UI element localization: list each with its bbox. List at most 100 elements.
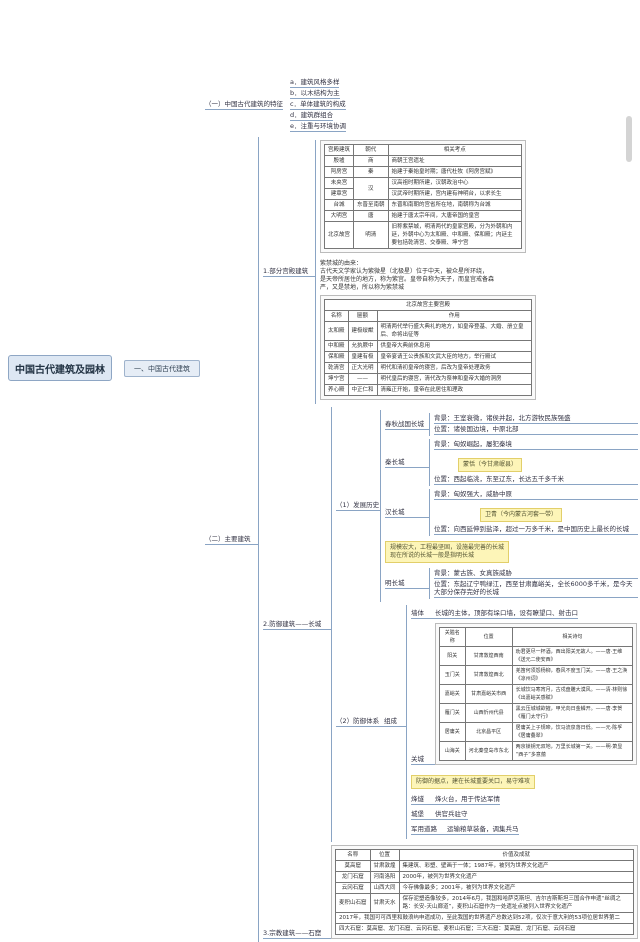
table-cell: 养心殿 <box>324 384 349 396</box>
table-cell: 长城饮马寒宵月，古戍盘雕大漠风。——清·林则徐《出嘉峪关感赋》 <box>511 684 634 704</box>
note-line: 古代天文学家认为紫微星（北极星）位于中天，被众星所环绕， <box>320 268 489 275</box>
forbidden-city-note: 紫禁城的由来： 古代天文学家认为紫微星（北极星）位于中天，被众星所环绕， 是天帝… <box>320 260 536 292</box>
table-note: 2017年，我国可可西里和鼓浪屿申遗成功，至此我国的世界遗产总数达到52项，仅次… <box>335 912 634 924</box>
hall-table-frame: 北京故宫主要宫殿名称匾额作用太和殿建极绥猷明清两代举行盛大典礼的地方，如皇帝登基… <box>320 295 536 400</box>
table-cell: 甘肃敦煌西北 <box>464 665 513 685</box>
table-title-row: 北京故宫主要宫殿 <box>324 299 532 311</box>
table-cell: 唐 <box>353 210 389 222</box>
root-node[interactable]: 中国古代建筑及园林 <box>8 355 112 381</box>
table-cell: 汉 <box>353 177 389 200</box>
node-main-buildings[interactable]: （二）主要建筑 <box>205 535 258 545</box>
table-row: 阿房宫秦始建于秦始皇时期；唐代杜牧《阿房宫赋》 <box>323 166 523 178</box>
table-cell: 殷墟 <box>323 155 355 167</box>
table-row: 大明宫唐始建于唐太宗年间，大唐帝国的皇宫 <box>323 210 523 222</box>
node-han-wall[interactable]: 汉长城 <box>385 508 429 518</box>
han-lines: 背景：匈奴强大，威胁中原 卫青（今内蒙古河套一带） 位置：向西延伸到盐泽，超过一… <box>429 489 638 536</box>
node-military-road[interactable]: 军用道路 <box>411 825 447 835</box>
note-line: 严，又是禁地，所以称为紫禁城 <box>320 284 405 291</box>
node-features[interactable]: （一）中国古代建筑的特征 <box>205 100 283 110</box>
table-cell: 麦积山石窟 <box>335 893 371 913</box>
node-fort[interactable]: 城堡 <box>411 810 435 820</box>
scrollbar[interactable] <box>626 116 632 162</box>
table-cell: 台城 <box>323 199 355 211</box>
table-cell: 东晋至南朝 <box>353 199 389 211</box>
table-cell: 旧称紫禁城，明清两代的皇家宫殿，分为外朝和内廷，外朝中心为太和殿、中和殿、保和殿… <box>387 221 523 249</box>
node-defense-system[interactable]: （2）防御体系 <box>336 717 384 727</box>
table-cell: 北京昌平区 <box>464 722 513 742</box>
main-sections: 1.部分宫殿建筑 宫殿建筑朝代相关考点殷墟商商朝王宫遗址阿房宫秦始建于秦始皇时期… <box>258 137 638 942</box>
table-cell: 保和殿 <box>324 351 349 363</box>
table-cell: 供皇帝大典前休息用 <box>376 340 533 352</box>
table-cell: 始建于秦始皇时期；唐代杜牧《阿房宫赋》 <box>387 166 523 178</box>
grotto-node-wrap: 3.宗教建筑——石窟 <box>263 929 331 939</box>
label-wrap: 墙体 <box>411 609 435 619</box>
feature-item[interactable]: d．建筑群组合 <box>290 111 334 121</box>
grotto-section: 3.宗教建筑——石窟 名称位置价值及成就莫高窟甘肃敦煌集建筑、彩塑、壁画于一体；… <box>263 845 638 939</box>
node-chunqiu-wall[interactable]: 春秋战国长城 <box>385 420 429 430</box>
table-cell: 北京故宫 <box>323 221 355 249</box>
label-wrap: 城堡 <box>411 810 435 820</box>
node-composition[interactable]: 组成 <box>384 717 406 727</box>
table-row: 未央宫汉汉高祖时期所建，汉朝政治中心 <box>323 177 523 200</box>
table-cell: 太和殿 <box>324 321 349 341</box>
passes-callout: 防御的据点，建在长城重要关口，易守难攻 <box>411 775 536 789</box>
callout-line: 现在所说的长城一般是指明长城 <box>390 552 475 559</box>
table-header: 相关诗句 <box>511 627 634 647</box>
node-qin-wall[interactable]: 秦长城 <box>385 458 429 468</box>
main-buildings-branch: （二）主要建筑 1.部分宫殿建筑 宫殿建筑朝代相关考点殷墟商商朝王宫遗址阿房宫秦… <box>205 137 638 942</box>
chunqiu-group: 春秋战国长城 背景：王室衰微，诸侯并起，北方游牧民族强盛 位置：诸侯国边境，中原… <box>385 413 638 436</box>
table-header-row: 名称位置价值及成就 <box>335 849 635 861</box>
table-row: 玉门关甘肃敦煌西北羌笛何须怨杨柳，春风不度玉门关。——唐·王之涣《凉州词》 <box>439 665 634 685</box>
label-wrap: 军用道路 <box>411 825 447 835</box>
node-history[interactable]: （1）发展历史 <box>336 501 380 511</box>
feature-item[interactable]: c．单体建筑的构成 <box>290 100 346 110</box>
military-road-text: 运输粮草装备，调集兵马 <box>447 825 519 835</box>
table-header: 朝代 <box>353 144 389 156</box>
node-great-wall[interactable]: 2.防御建筑——长城 <box>263 620 331 630</box>
table-cell: 2000年，被列为世界文化遗产 <box>398 871 635 883</box>
table-cell: 建极绥猷 <box>347 321 378 341</box>
table-cell: 居庸关上子规啼，饮马流泉落日低。——元·陈孚《居庸叠翠》 <box>511 722 634 742</box>
pass-table-frame: 关隘名称位置相关诗句阳关甘肃敦煌西南劝君更尽一杯酒，西出阳关无故人。——唐·王维… <box>435 623 637 765</box>
label-wrap: 烽燧 <box>411 795 435 805</box>
table-cell: 始建于唐太宗年间，大唐帝国的皇宫 <box>387 210 523 222</box>
table-cell: 劝君更尽一杯酒，西出阳关无故人。——唐·王维《送元二使安西》 <box>511 646 634 666</box>
table-cell: 集建筑、彩塑、壁画于一体；1987年，被列为世界文化遗产 <box>398 860 635 872</box>
table-row: 中和殿允执厥中供皇帝大典前休息用 <box>324 340 533 352</box>
feature-item[interactable]: a．建筑风格多样 <box>290 78 340 88</box>
table-row: 养心殿中正仁和清雍正开始，皇帝在此居住和理政 <box>324 384 533 396</box>
han-callout: 卫青（今内蒙古河套一带） <box>480 508 563 522</box>
node-palaces[interactable]: 1.部分宫殿建筑 <box>263 267 315 277</box>
node-ming-wall[interactable]: 明长城 <box>385 579 429 589</box>
table-cell: 大明宫 <box>323 210 355 222</box>
node-beacon[interactable]: 烽燧 <box>411 795 435 805</box>
wall-body-text: 长城的主体，顶部有垛口墙，设有瞭望口、射击口 <box>435 609 578 619</box>
table-row: 坤宁宫——明代皇后的寝宫，清代改为祭神和皇帝大婚的洞房 <box>324 373 533 385</box>
node-wall-body[interactable]: 墙体 <box>411 609 435 619</box>
table-cell: 阿房宫 <box>323 166 355 178</box>
grotto-table-frame: 名称位置价值及成就莫高窟甘肃敦煌集建筑、彩塑、壁画于一体；1987年，被列为世界… <box>331 845 638 939</box>
node-passes[interactable]: 关城 <box>411 755 435 765</box>
table-cell: 商朝王宫遗址 <box>387 155 523 167</box>
qin-background: 背景：匈奴崛起，屡犯秦境 <box>434 440 638 450</box>
table-header-row: 关隘名称位置相关诗句 <box>439 627 634 647</box>
feature-item[interactable]: b．以木结构为主 <box>290 89 340 99</box>
table-title: 北京故宫主要宫殿 <box>324 299 532 311</box>
table-row: 乾清宫正大光明明代和清初皇帝的寝宫，后改为皇帝处理政务 <box>324 362 533 374</box>
table-cell: 山海关 <box>439 741 466 761</box>
compose-node-wrap: 组成 <box>384 717 406 727</box>
feature-item[interactable]: e．注重与环境协调 <box>290 122 346 132</box>
hall-table: 北京故宫主要宫殿名称匾额作用太和殿建极绥猷明清两代举行盛大典礼的地方，如皇帝登基… <box>324 299 533 396</box>
table-cell: 乾清宫 <box>324 362 349 374</box>
table-note: 四大石窟：莫高窟、龙门石窟、云冈石窟、麦积山石窟；三大石窟：莫高窟、龙门石窟、云… <box>335 923 634 935</box>
table-header: 相关考点 <box>387 144 523 156</box>
table-cell: 坤宁宫 <box>324 373 349 385</box>
defense-items: 墙体 长城的主体，顶部有垛口墙，设有瞭望口、射击口 关城 关隘名称位置相关诗句阳… <box>406 605 638 839</box>
node-chinese-architecture[interactable]: 一、中国古代建筑 <box>124 360 200 377</box>
grotto-table: 名称位置价值及成就莫高窟甘肃敦煌集建筑、彩塑、壁画于一体；1987年，被列为世界… <box>335 849 635 935</box>
table-cell: 河南洛阳 <box>369 871 400 883</box>
table-cell: 龙门石窟 <box>335 871 371 883</box>
node-grottoes[interactable]: 3.宗教建筑——石窟 <box>263 929 331 939</box>
table-cell: 未央宫 <box>323 177 355 189</box>
